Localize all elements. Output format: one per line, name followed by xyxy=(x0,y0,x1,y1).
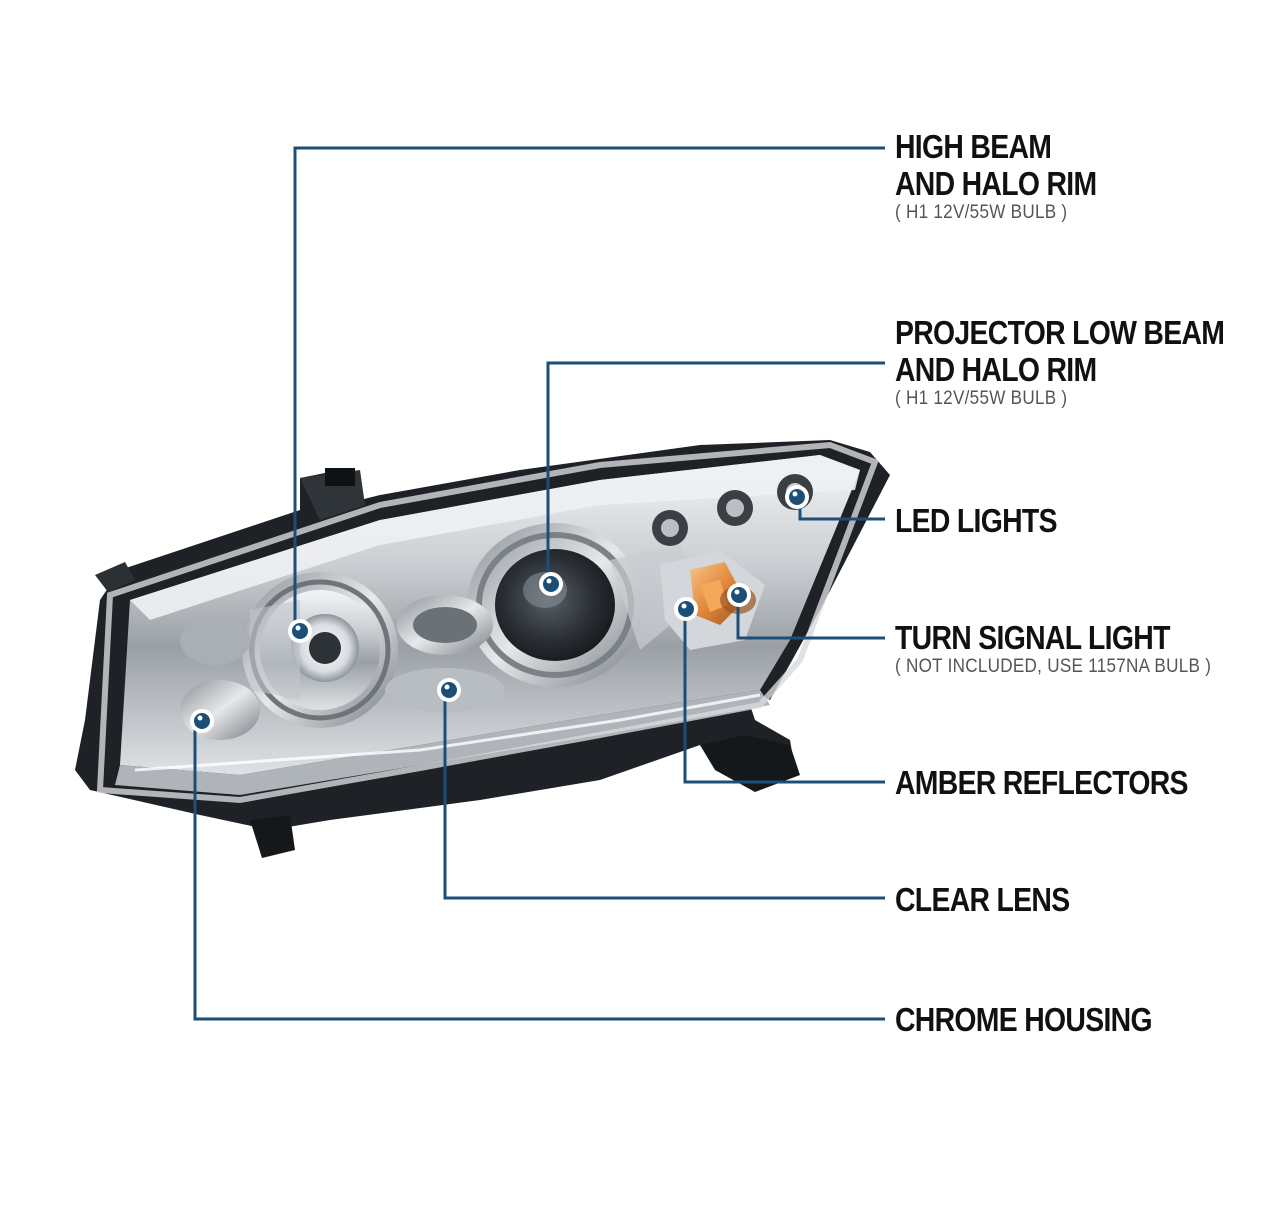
amber-reflectors-title-line: AMBER REFLECTORS xyxy=(895,764,1188,801)
high-beam-marker-highlight xyxy=(295,625,301,631)
turn-signal-light-title-line: TURN SIGNAL LIGHT xyxy=(895,619,1170,656)
turn-signal-light-label: TURN SIGNAL LIGHT( NOT INCLUDED, USE 115… xyxy=(895,619,1246,678)
led-lights-marker-dot xyxy=(789,489,805,505)
headlight-illustration xyxy=(75,146,890,1021)
projector-low-beam-marker-dot xyxy=(543,576,559,592)
projector-low-beam-title-line: PROJECTOR LOW BEAM xyxy=(895,314,1225,351)
clear-lens-leader-line xyxy=(443,690,885,900)
turn-signal-light-bulb-note: ( NOT INCLUDED, USE 1157NA BULB ) xyxy=(895,656,1212,677)
high-beam-title-line: AND HALO RIM xyxy=(895,165,1097,202)
turn-signal-light-leader-line xyxy=(736,595,885,640)
high-beam-unit xyxy=(242,572,398,728)
clear-lens-title-line: CLEAR LENS xyxy=(895,881,1070,918)
clear-lens-label: CLEAR LENS xyxy=(895,881,1098,918)
projector-low-beam-leader-line xyxy=(546,361,885,583)
projector-low-beam-title-line: AND HALO RIM xyxy=(895,351,1097,388)
led-lights-marker-highlight xyxy=(792,491,798,497)
projector-low-beam-bulb-note: ( H1 12V/55W BULB ) xyxy=(895,388,1068,409)
chrome-housing-marker-highlight xyxy=(197,715,203,721)
chrome-housing-label: CHROME HOUSING xyxy=(895,1001,1194,1038)
amber-reflectors-marker-highlight xyxy=(681,603,687,609)
turn-signal-light-marker-dot xyxy=(731,587,747,603)
amber-reflectors-label: AMBER REFLECTORS xyxy=(895,764,1235,801)
led-lights-label: LED LIGHTS xyxy=(895,502,1083,539)
high-beam-title-line: HIGH BEAM xyxy=(895,128,1052,165)
chrome-housing-title-line: CHROME HOUSING xyxy=(895,1001,1153,1038)
high-beam-bulb-note: ( H1 12V/55W BULB ) xyxy=(895,202,1068,223)
projector-low-beam-marker-highlight xyxy=(546,578,552,584)
chrome-housing-marker-dot xyxy=(194,713,210,729)
led-lights-title-line: LED LIGHTS xyxy=(895,502,1058,539)
clear-lens-marker-highlight xyxy=(444,684,450,690)
amber-reflectors-leader-line xyxy=(683,610,885,784)
clear-lens-marker-dot xyxy=(441,682,457,698)
turn-signal-light-marker-highlight xyxy=(734,589,740,595)
amber-reflectors-marker-dot xyxy=(678,601,694,617)
high-beam-leader-line xyxy=(293,146,885,630)
chrome-housing-leader-line xyxy=(193,720,885,1021)
high-beam-marker-dot xyxy=(292,623,308,639)
